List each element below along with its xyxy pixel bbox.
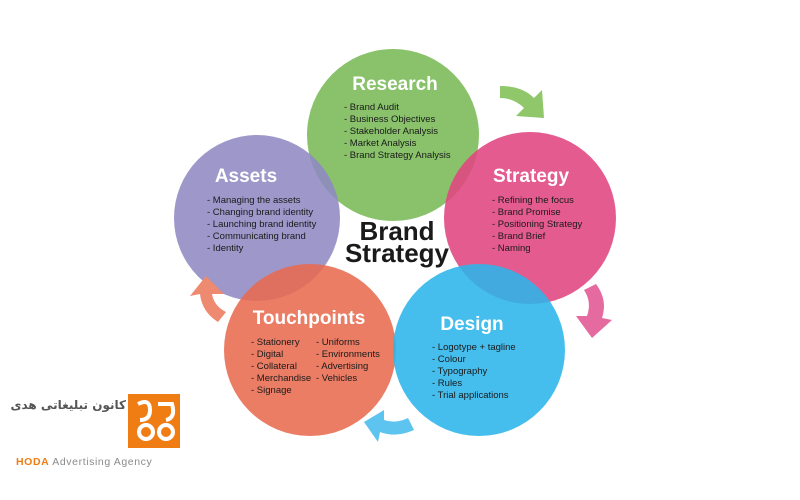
touchpoints-item: - Collateral (251, 361, 297, 372)
arrow-strategy-to-design-icon (576, 284, 612, 338)
arrow-design-to-touchpoints-icon (364, 410, 414, 442)
design-item: - Colour (432, 354, 466, 365)
logo-caption-rest: Advertising Agency (49, 456, 153, 468)
assets-item: - Managing the assets (207, 195, 301, 206)
assets-item: - Communicating brand (207, 231, 306, 242)
assets-circle (174, 135, 340, 301)
center-title-line1: Brand (359, 216, 434, 246)
strategy-item: - Brand Brief (492, 231, 546, 242)
touchpoints-item: - Advertising (316, 361, 368, 372)
touchpoints-circle (224, 264, 396, 436)
touchpoints-item: - Environments (316, 349, 380, 360)
design-item: - Typography (432, 366, 488, 377)
design-title: Design (440, 314, 503, 335)
design-item: - Logotype + tagline (432, 342, 516, 353)
research-item: - Business Objectives (344, 114, 436, 125)
logo-caption-brand: HODA (16, 456, 50, 468)
strategy-title: Strategy (493, 166, 569, 187)
research-item: - Market Analysis (344, 138, 417, 149)
center-title-line2: Strategy (345, 238, 450, 268)
arrow-research-to-strategy-icon (500, 86, 544, 118)
logo-caption: HODA Advertising Agency (16, 456, 152, 468)
strategy-item: - Brand Promise (492, 207, 561, 218)
assets-item: - Identity (207, 243, 244, 254)
touchpoints-title: Touchpoints (253, 308, 366, 329)
assets-title: Assets (215, 166, 277, 187)
strategy-circle (444, 132, 616, 304)
arrow-touchpoints-to-assets-icon (190, 276, 226, 322)
design-circle (393, 264, 565, 436)
hoda-logo-icon (128, 394, 180, 448)
assets-item: - Changing brand identity (207, 207, 313, 218)
research-circle (307, 49, 479, 221)
research-item: - Stakeholder Analysis (344, 126, 438, 137)
touchpoints-item: - Stationery (251, 337, 300, 348)
logo-persian-text: کانون تبلیغاتی هدی (10, 398, 127, 412)
touchpoints-item: - Digital (251, 349, 283, 360)
strategy-item: - Positioning Strategy (492, 219, 583, 230)
assets-item: - Launching brand identity (207, 219, 317, 230)
research-item: - Brand Audit (344, 102, 399, 113)
design-item: - Trial applications (432, 390, 509, 401)
strategy-item: - Naming (492, 243, 531, 254)
research-item: - Brand Strategy Analysis (344, 150, 451, 161)
touchpoints-item: - Signage (251, 385, 292, 396)
touchpoints-item: - Vehicles (316, 373, 357, 384)
touchpoints-item: - Uniforms (316, 337, 360, 348)
strategy-item: - Refining the focus (492, 195, 574, 206)
touchpoints-item: - Merchandise (251, 373, 311, 384)
research-title: Research (352, 74, 438, 95)
design-item: - Rules (432, 378, 462, 389)
